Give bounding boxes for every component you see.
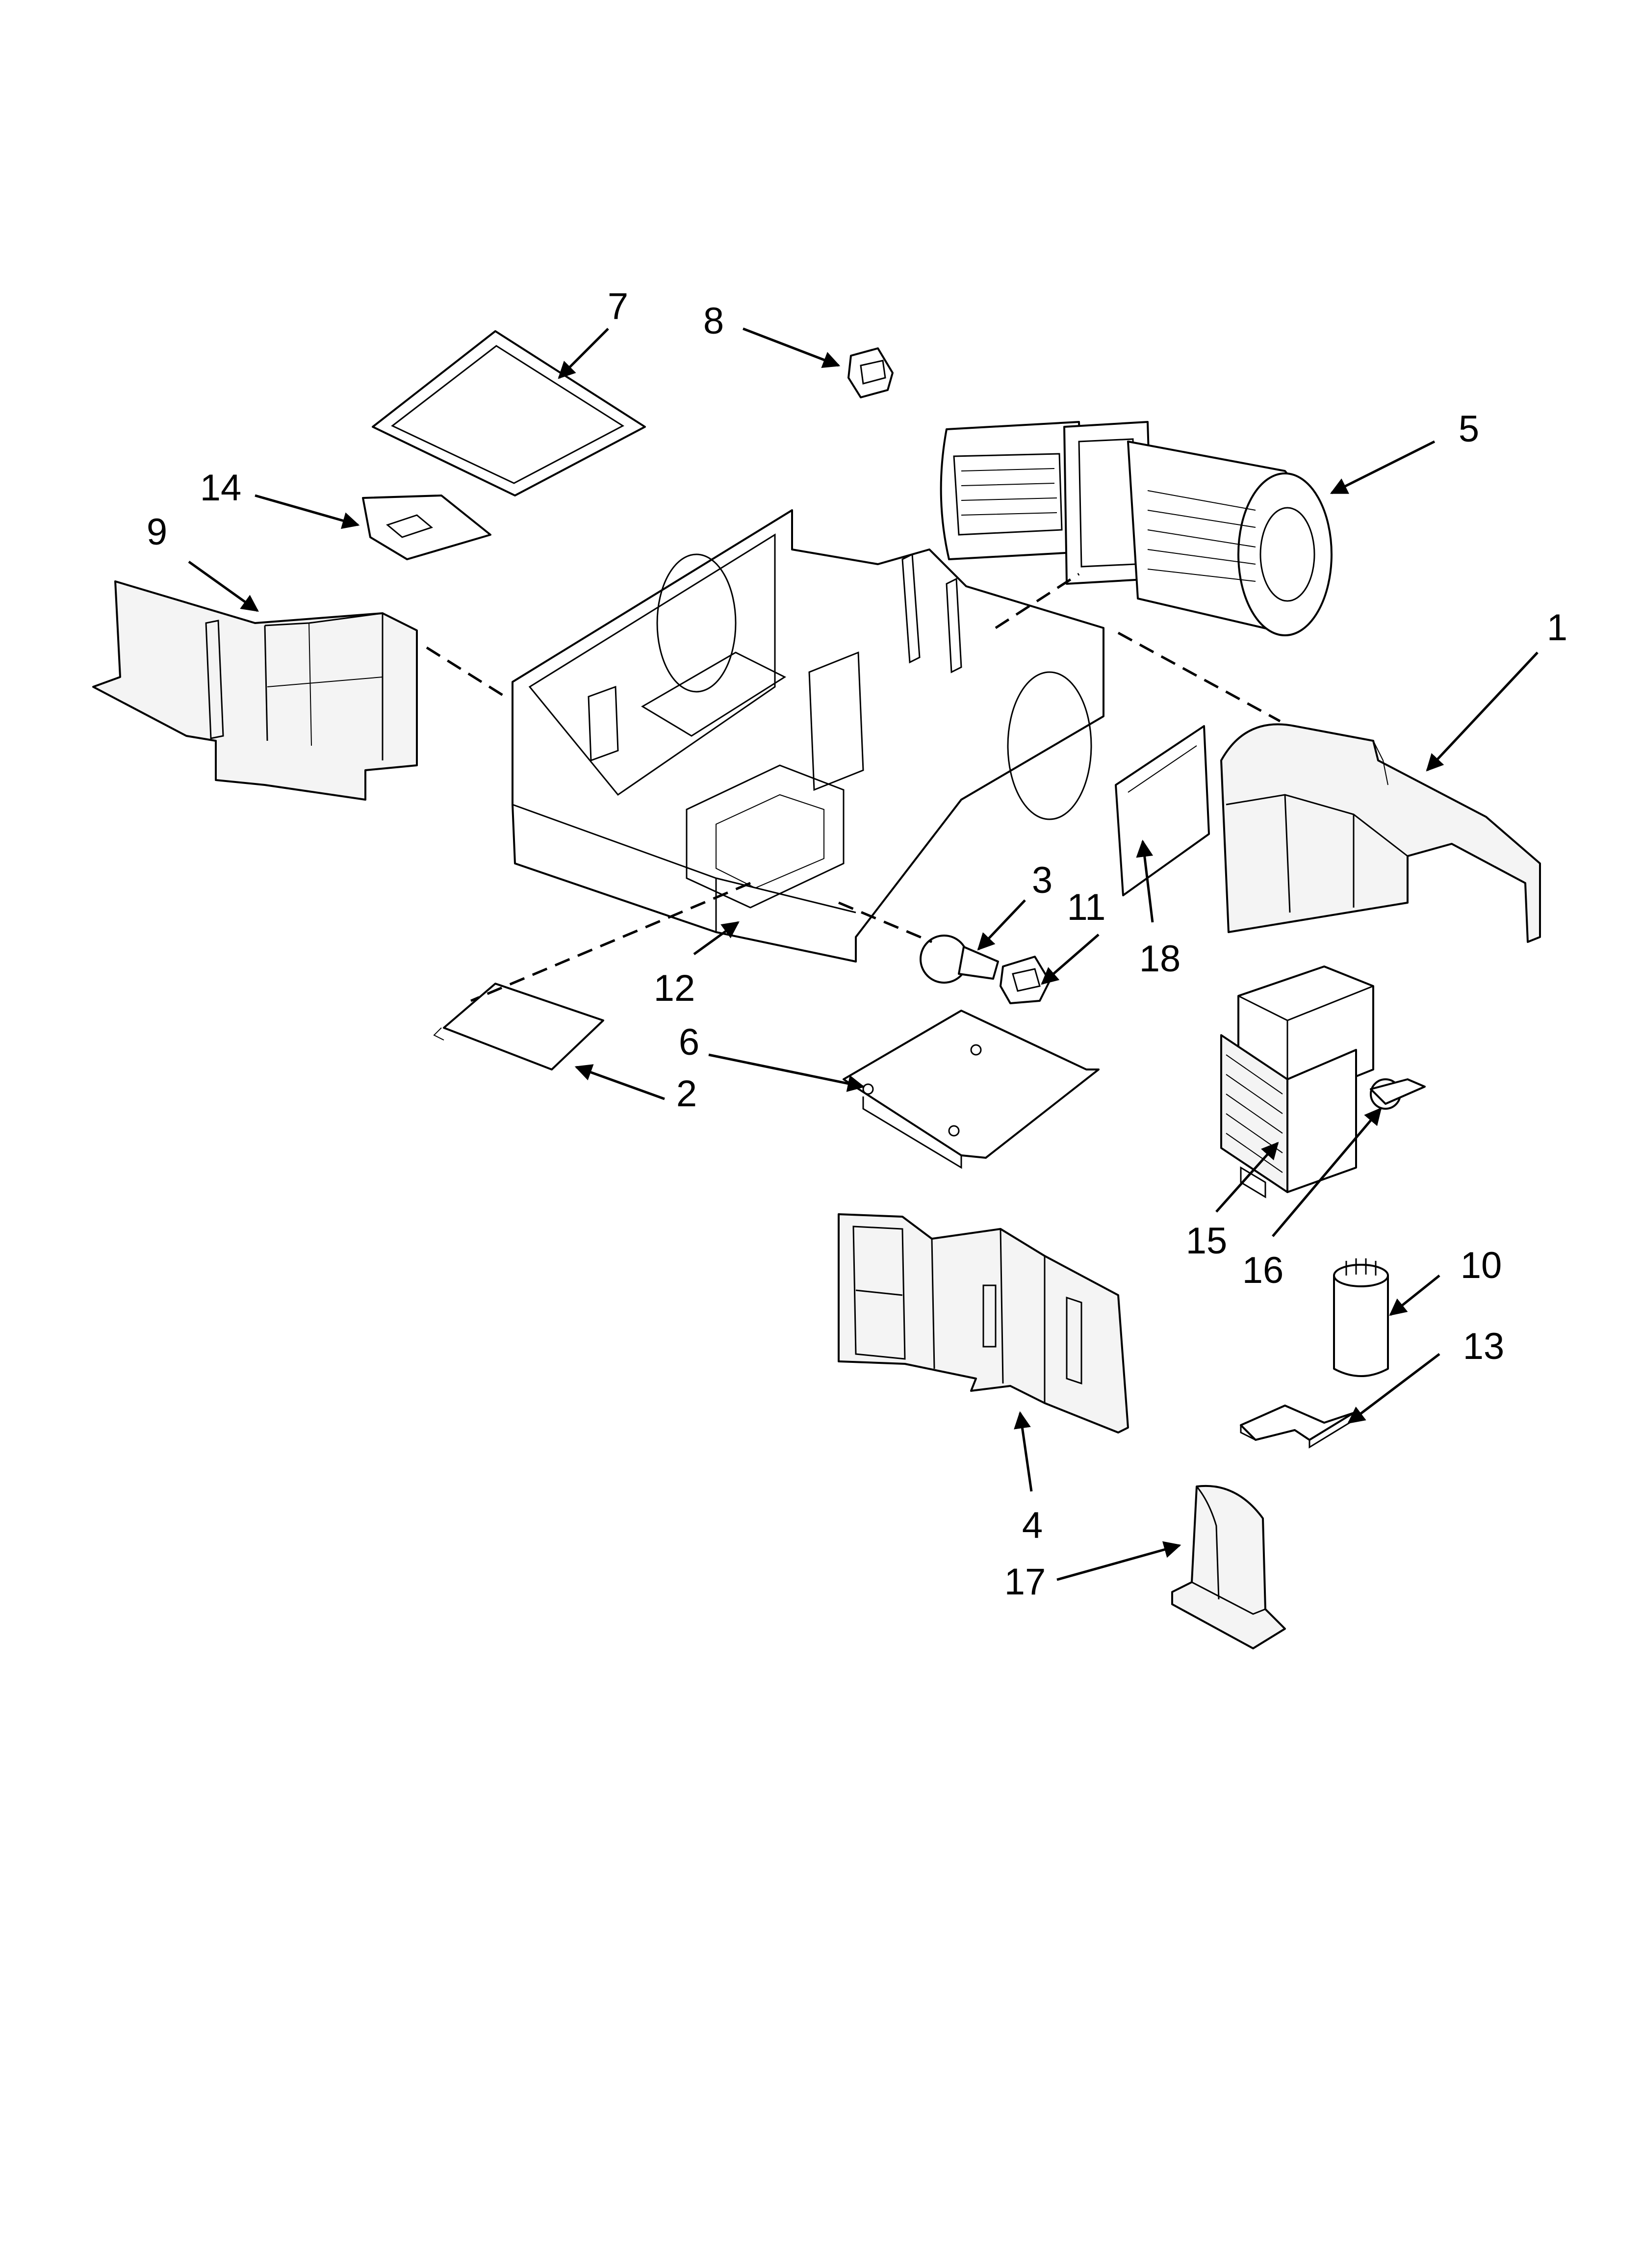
part-9-left-duct [92,580,418,801]
callout-17: 17 [1004,1561,1046,1603]
part-16-thermal-protector [1370,1078,1426,1110]
part-4-back-panel [838,1213,1129,1434]
callout-5: 5 [1459,408,1479,450]
callout-1: 1 [1547,607,1567,649]
part-3-bulb [920,935,999,984]
part-1-right-duct [1220,723,1541,943]
part-2-cover-plate [433,983,604,1070]
callout-8: 8 [703,300,724,342]
leader-arrows [188,327,1539,1581]
callout-13: 13 [1463,1326,1505,1367]
part-17-duct-adapter [1171,1485,1286,1649]
callout-7: 7 [608,286,628,327]
part-10-capacitor [1333,1258,1389,1377]
part-6-lower-plate [843,1010,1100,1169]
callout-2: 2 [676,1073,697,1115]
part-11-socket [1000,956,1051,1004]
callout-9: 9 [147,511,167,553]
callout-3: 3 [1032,860,1052,901]
callout-labels: 1 2 3 4 5 6 7 8 9 10 11 12 13 14 15 16 1… [147,286,1567,1603]
callout-15: 15 [1186,1220,1228,1262]
part-13-bracket [1240,1405,1355,1449]
part-7-filter-frame [372,330,646,496]
part-8-clip [847,347,894,398]
callout-11: 11 [1067,886,1106,928]
callout-10: 10 [1461,1245,1502,1286]
part-15-transformer [1220,965,1374,1199]
part-5-blower-motor [940,421,1333,636]
assembly-lines [426,573,1281,1002]
callout-14: 14 [200,467,242,509]
callout-6: 6 [679,1021,699,1063]
part-14-filter-insert [362,495,491,560]
callout-16: 16 [1242,1250,1284,1291]
callout-4: 4 [1022,1505,1043,1546]
callout-12: 12 [654,967,695,1009]
callout-18: 18 [1139,938,1181,980]
part-12-chassis [512,509,1104,963]
part-18-panel [1115,725,1210,896]
